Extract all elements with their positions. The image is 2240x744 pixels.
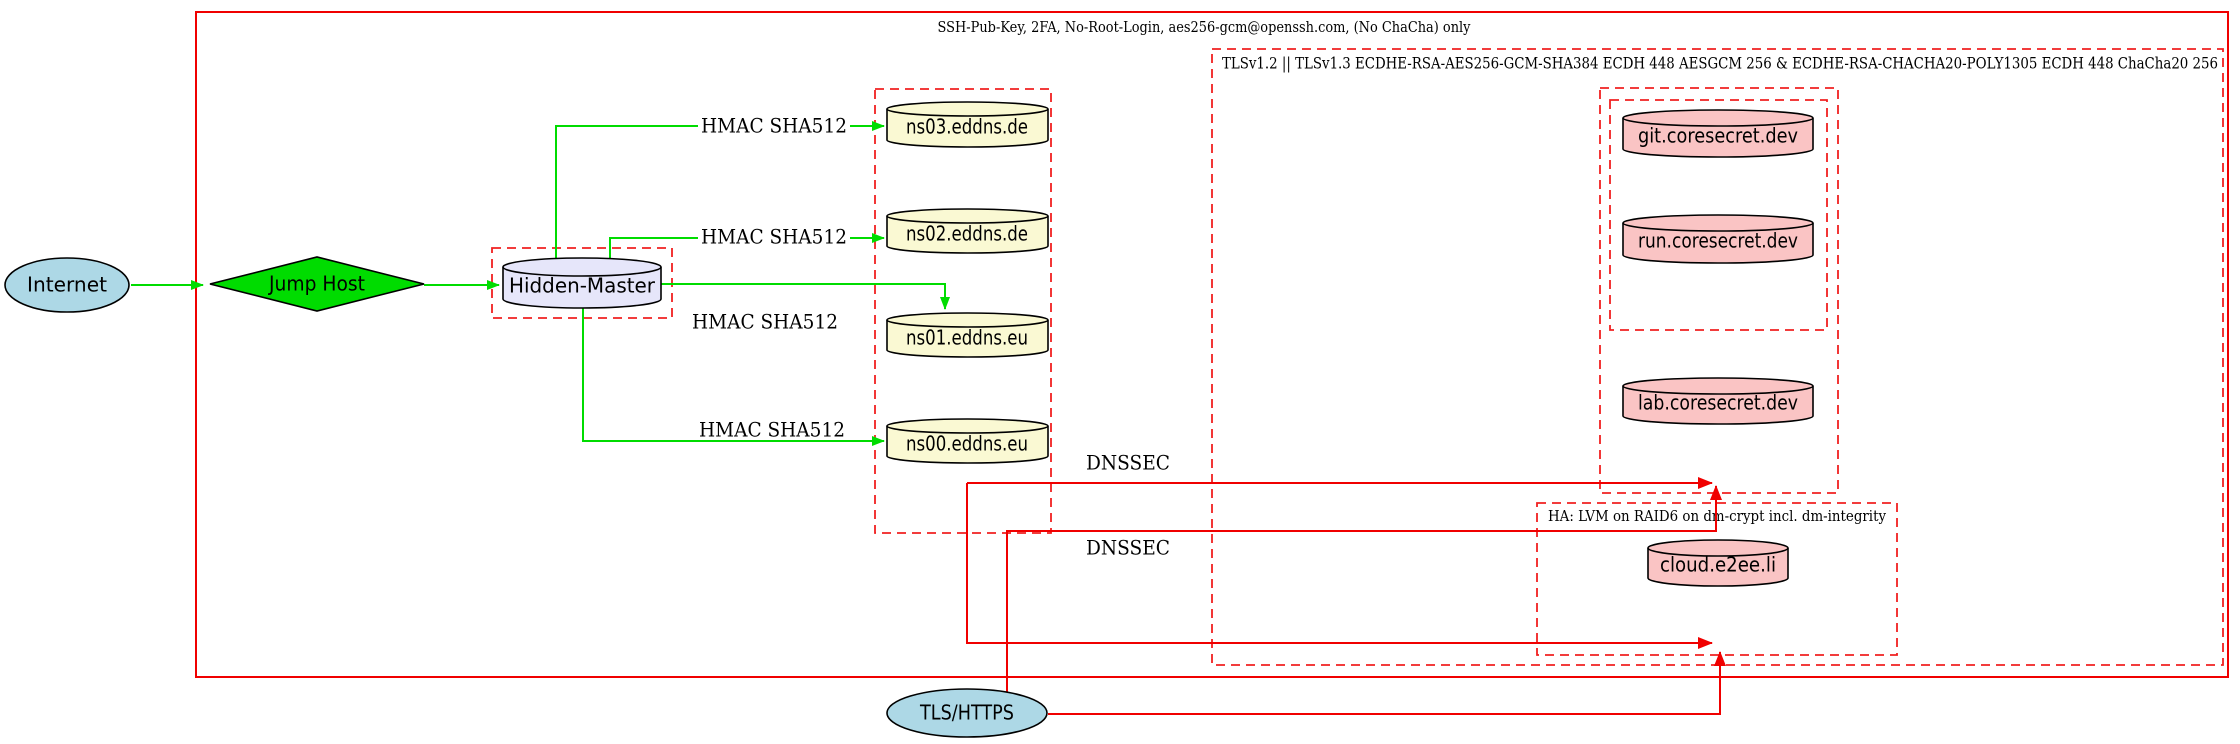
hmac-ns00-label: HMAC SHA512 <box>699 418 845 442</box>
coresecret-outer-cluster-box <box>1599 87 1839 494</box>
ns01-node <box>886 312 1049 358</box>
edge-tlshttps-to-coresecret <box>1006 485 1722 692</box>
git-node-rim <box>1622 117 1814 127</box>
git-node <box>1622 109 1814 158</box>
tls-https-node-label: TLS/HTTPS <box>919 701 1014 725</box>
lab-node-rim <box>1622 385 1814 395</box>
ns02-node-label: ns02.eddns.de <box>906 222 1028 246</box>
hmac-ns01-label: HMAC SHA512 <box>692 310 838 334</box>
tls-https-node <box>886 688 1048 738</box>
hidden-master-node-rim <box>502 266 662 277</box>
lab-node <box>1622 377 1814 425</box>
cloud-node-label: cloud.e2ee.li <box>1660 553 1776 577</box>
dnssec-lower-label: DNSSEC <box>1086 536 1170 560</box>
ns02-node <box>886 208 1049 254</box>
cloud-node <box>1647 539 1789 587</box>
ns03-node <box>886 101 1049 148</box>
hmac-ns02-label-bg <box>698 226 850 248</box>
ns03-node-rim <box>886 108 1049 117</box>
dns-cluster-box <box>874 88 1052 534</box>
hmac-ns03-label-bg <box>698 115 850 137</box>
ns02-node-rim <box>886 215 1049 224</box>
edge-hiddenmaster-to-ns00 <box>582 308 885 446</box>
ha-cluster-label: HA: LVM on RAID6 on dm-crypt incl. dm-in… <box>1548 507 1886 525</box>
ns01-node-rim <box>886 319 1049 328</box>
tls-cluster-label: TLSv1.2 || TLSv1.3 ECDHE-RSA-AES256-GCM-… <box>1222 54 2218 73</box>
edge-dnssec-to-cloud <box>966 483 1713 649</box>
hidden-master-node-label: Hidden-Master <box>509 274 656 298</box>
ns01-node-label: ns01.eddns.eu <box>906 326 1028 350</box>
jump-host-node-label: Jump Host <box>267 272 365 296</box>
ns00-node <box>886 418 1049 464</box>
git-node-label: git.coresecret.dev <box>1638 124 1798 148</box>
ssh-boundary-label: SSH-Pub-Key, 2FA, No-Root-Login, aes256-… <box>938 18 1471 36</box>
ns00-node-rim <box>886 425 1049 434</box>
jump-host-node <box>209 256 425 312</box>
ssh-boundary-box <box>195 11 2229 678</box>
ns00-node-label: ns00.eddns.eu <box>906 432 1028 456</box>
hmac-ns03-label: HMAC SHA512 <box>701 114 847 138</box>
edge-tlshttps-to-cloud <box>1048 651 1726 715</box>
internet-node-label: Internet <box>27 273 107 297</box>
hidden-master-node <box>502 257 662 309</box>
coresecret-inner-cluster-box <box>1609 99 1828 331</box>
ns03-node-label: ns03.eddns.de <box>906 115 1028 139</box>
cloud-node-rim <box>1647 547 1789 557</box>
run-node-rim <box>1622 222 1814 232</box>
lab-node-label: lab.coresecret.dev <box>1638 391 1798 415</box>
hmac-ns02-label: HMAC SHA512 <box>701 225 847 249</box>
internet-node <box>4 257 130 313</box>
run-node <box>1622 214 1814 264</box>
run-node-label: run.coresecret.dev <box>1638 229 1798 253</box>
edge-hiddenmaster-to-ns01 <box>661 283 950 310</box>
dnssec-upper-label: DNSSEC <box>1086 451 1170 475</box>
